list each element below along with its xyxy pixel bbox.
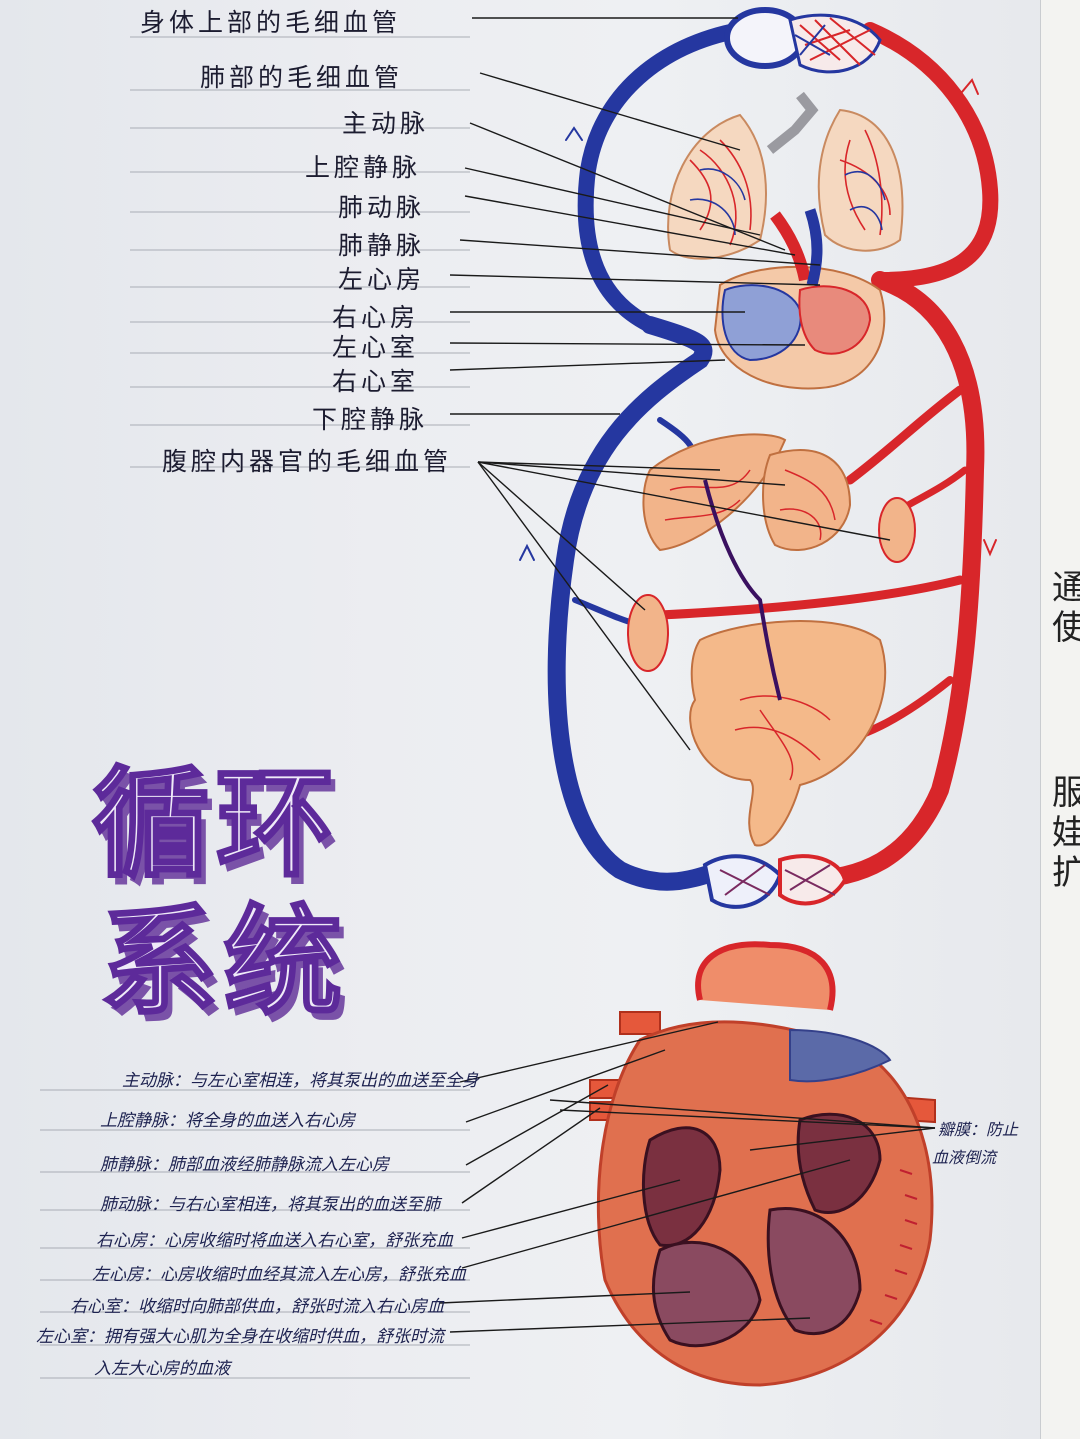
label-aorta: 主动脉 <box>342 109 430 138</box>
heart-label-left-atrium: 左心房：心房收缩时血经其流入左心房，舒张充血 <box>92 1265 466 1285</box>
adjacent-page-strip <box>1040 0 1080 1439</box>
edge-glyph: 娃 <box>1052 813 1080 853</box>
edge-glyph: 使 <box>1052 608 1080 648</box>
label-left-ventricle: 左心室 <box>332 333 420 362</box>
small-heart <box>713 208 886 390</box>
heart-label-superior-vena-cava: 上腔静脉：将全身的血送入右心房 <box>100 1111 355 1131</box>
heart-leader-lines <box>439 1021 936 1333</box>
edge-glyph: 扩 <box>1052 853 1080 893</box>
upper-capillary-bed <box>724 7 882 74</box>
lungs <box>667 91 904 260</box>
title-line-1: 循环 <box>90 754 341 895</box>
detailed-heart <box>589 941 936 1387</box>
label-lung-capillaries: 肺部的毛细血管 <box>200 63 404 92</box>
label-abdominal-capillaries: 腹腔内器官的毛细血管 <box>162 447 453 476</box>
label-left-atrium: 左心房 <box>338 265 426 294</box>
heart-label-aorta: 主动脉：与左心室相连，将其泵出的血送至全身 <box>122 1071 479 1091</box>
title-line-2: 系统 <box>98 892 349 1033</box>
heart-label-right-ventricle: 右心室：收缩时向肺部供血，舒张时流入右心房血 <box>70 1297 444 1317</box>
valve-label-line-2: 血液倒流 <box>932 1148 997 1167</box>
artery-loop <box>655 22 999 889</box>
heart-label-right-atrium: 右心房：心房收缩时将血送入右心室，舒张充血 <box>96 1231 453 1251</box>
heart-label-pulmonary-artery: 肺动脉：与右心室相连，将其泵出的血送至肺 <box>100 1195 440 1215</box>
label-right-ventricle: 右心室 <box>332 367 420 396</box>
edge-glyph: 通 <box>1052 568 1080 608</box>
label-right-atrium: 右心房 <box>332 303 420 332</box>
guide-lines <box>40 36 470 1379</box>
heart-label-pulmonary-vein: 肺静脉：肺部血液经肺静脉流入左心房 <box>100 1155 389 1175</box>
heart-label-left-ventricle: 左心室：拥有强大心肌为全身在收缩时供血，舒张时流 <box>36 1327 444 1347</box>
label-pulmonary-artery: 肺动脉 <box>338 193 426 222</box>
heart-label-left-ventricle-cont: 入左大心房的血液 <box>94 1359 230 1379</box>
lower-capillary-bed <box>702 854 848 909</box>
label-upper-body-capillaries: 身体上部的毛细血管 <box>140 8 402 37</box>
label-superior-vena-cava: 上腔静脉 <box>305 153 422 182</box>
label-inferior-vena-cava: 下腔静脉 <box>312 405 429 434</box>
leader-lines <box>449 17 891 751</box>
abdominal-organs <box>627 433 916 847</box>
label-pulmonary-vein: 肺静脉 <box>338 231 426 260</box>
edge-glyph: 服 <box>1052 773 1080 813</box>
valve-label-line-1: 瓣膜：防止 <box>938 1120 1019 1139</box>
